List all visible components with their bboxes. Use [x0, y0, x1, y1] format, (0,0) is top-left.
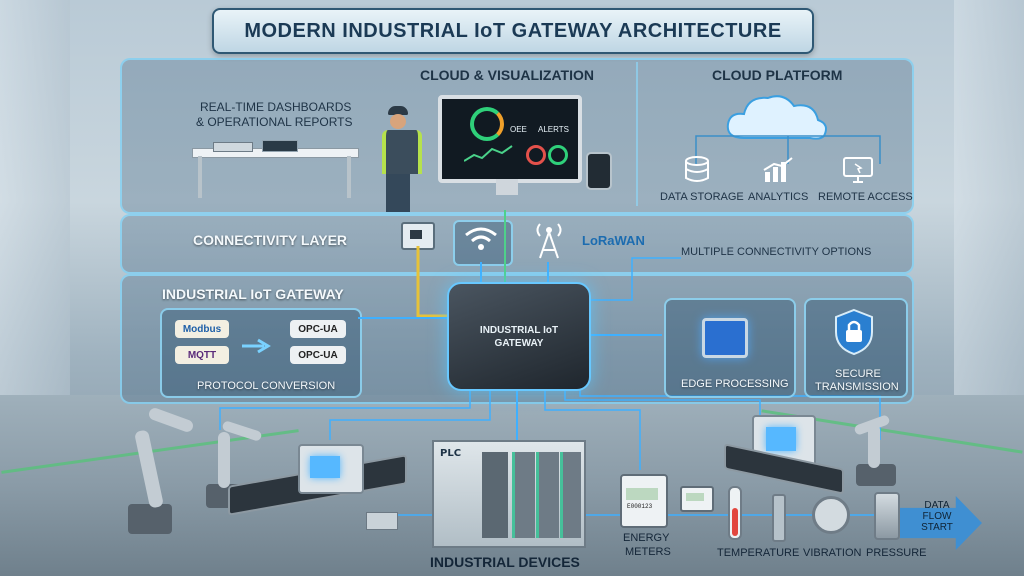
cellular-tower-icon [536, 223, 562, 259]
gateway-device-label-line1: INDUSTRIAL IoT [479, 324, 559, 336]
desk-leg-right [347, 156, 351, 198]
connectivity-options-label: MULTIPLE CONNECTIVITY OPTIONS [681, 246, 872, 258]
edge-processing-label: EDGE PROCESSING [681, 378, 789, 390]
energy-meters-label-line1: ENERGY [623, 532, 670, 544]
tablet-icon [262, 140, 298, 152]
modbus-chip: Modbus [175, 320, 229, 338]
trend-chart-icon [464, 145, 513, 162]
thermometer-icon [728, 486, 742, 540]
wifi-icon [465, 227, 497, 250]
scanner-left [298, 444, 364, 494]
protocol-conversion-label: PROTOCOL CONVERSION [197, 380, 336, 392]
robot-arm-left [118, 400, 198, 540]
platform-connectors [695, 135, 881, 164]
smartwatch-icon [586, 152, 612, 190]
monitor-stand [496, 179, 518, 195]
platform-item-remote-access: REMOTE ACCESS [818, 191, 913, 203]
display-module [680, 486, 714, 512]
connectivity-layer-panel [120, 214, 914, 274]
screen-alerts-label: ALERTS [538, 125, 569, 134]
laptop-icon [213, 142, 253, 152]
shield-lock-icon [835, 308, 873, 356]
plc-cabinet: PLC [432, 440, 586, 548]
pressure-sensor-icon [874, 492, 900, 540]
gauge-icon [470, 107, 504, 141]
platform-item-analytics: ANALYTICS [748, 191, 809, 203]
sensor-label-vibration: VIBRATION [803, 547, 862, 559]
secure-label-line2: TRANSMISSION [815, 381, 899, 393]
screen-oee-label: OEE [510, 125, 527, 134]
panel-divider [636, 62, 638, 206]
opc-ua-chip-top: OPC-UA [290, 320, 346, 338]
connectivity-layer-heading: CONNECTIVITY LAYER [193, 232, 348, 248]
gauge-small-icon [526, 145, 546, 165]
secure-label-line1: SECURE [835, 368, 881, 380]
data-flow-line3: START [921, 522, 953, 533]
industrial-devices-heading: INDUSTRIAL DEVICES [430, 554, 580, 570]
energy-meters-label-line2: METERS [625, 546, 671, 558]
data-flow-label: DATA FLOW START [912, 500, 962, 533]
io-module [366, 512, 398, 530]
hard-hat-icon [388, 106, 408, 115]
sensor-label-temperature: TEMPERATURE [717, 547, 800, 559]
dashboards-label-line2: & OPERATIONAL REPORTS [196, 115, 353, 129]
conversion-arrow-icon [242, 338, 271, 354]
title-banner: MODERN INDUSTRIAL IoT GATEWAY ARCHITECTU… [212, 8, 814, 54]
cloud-platform-heading: CLOUD PLATFORM [712, 67, 843, 83]
analytics-icon [763, 157, 793, 182]
gauge-small-icon-2 [548, 145, 568, 165]
mqtt-chip: MQTT [175, 346, 229, 364]
ethernet-port-icon [401, 222, 435, 250]
meter-display-text: E000123 [627, 503, 653, 510]
dashboard-monitor: OEE ALERTS [438, 95, 582, 183]
meter-display [626, 488, 658, 500]
page-title: MODERN INDUSTRIAL IoT GATEWAY ARCHITECTU… [244, 19, 782, 42]
wall-column-left [0, 0, 70, 400]
gateway-device-label-line2: GATEWAY [494, 337, 544, 349]
lorawan-label: LoRaWAN [582, 233, 645, 248]
opc-ua-chip-bottom: OPC-UA [290, 346, 346, 364]
vibration-sensor-icon [772, 494, 786, 542]
worker-head [390, 114, 406, 129]
data-flow-line1: DATA [924, 500, 950, 511]
worker-figure [376, 106, 422, 212]
remote-access-icon [843, 157, 873, 183]
gateway-section-heading: INDUSTRIAL IoT GATEWAY [162, 286, 344, 302]
platform-item-data-storage: DATA STORAGE [660, 191, 744, 203]
dashboards-label-line1: REAL-TIME DASHBOARDS [200, 100, 352, 114]
worker-torso [382, 130, 422, 174]
vibration-sensor-gauge-icon [812, 496, 850, 534]
sensor-label-pressure: PRESSURE [866, 547, 927, 559]
processor-chip-icon [702, 318, 748, 358]
desk-leg-left [198, 156, 202, 198]
wall-column-right [954, 0, 1024, 400]
database-icon [685, 156, 709, 182]
worker-legs [386, 174, 410, 212]
energy-meter: E000123 [620, 474, 668, 528]
cloud-visualization-heading: CLOUD & VISUALIZATION [420, 67, 594, 83]
plc-label: PLC [440, 448, 462, 459]
robot-arm-right [850, 414, 910, 490]
data-flow-line2: FLOW [922, 511, 952, 522]
